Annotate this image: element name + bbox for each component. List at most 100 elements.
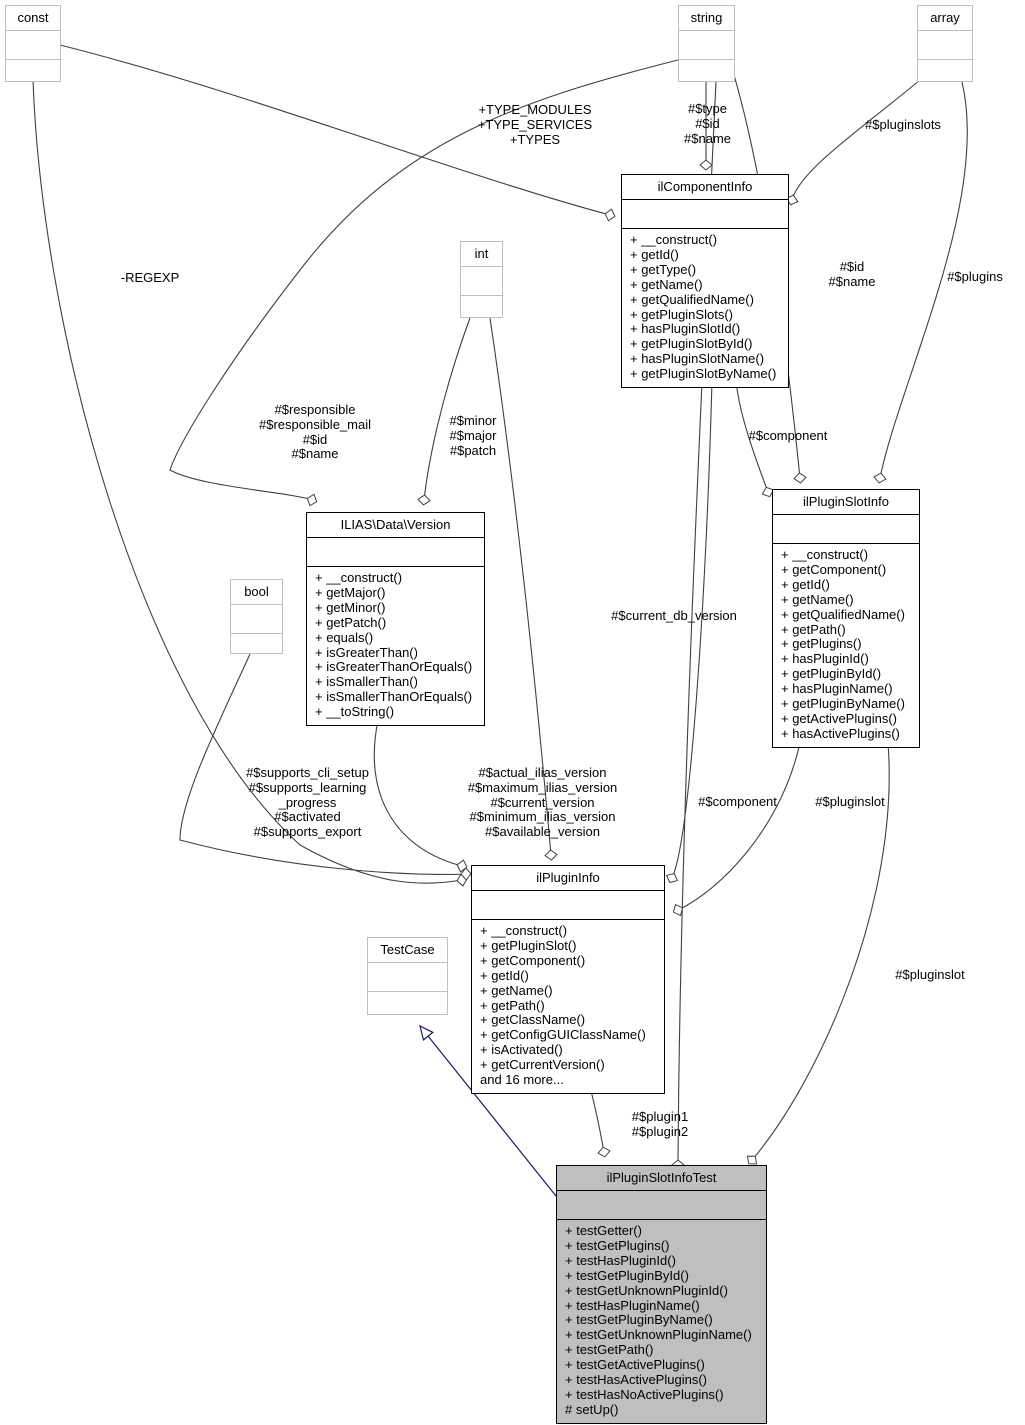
class-member: + isSmallerThan() bbox=[315, 674, 418, 690]
edge-label-string-component: #$type #$id #$name bbox=[684, 101, 731, 146]
class-box-int[interactable]: int bbox=[460, 241, 503, 318]
class-member: + testHasPluginId() bbox=[565, 1252, 676, 1268]
class-member: + testGetPluginById() bbox=[565, 1267, 689, 1283]
class-member: + __construct() bbox=[315, 570, 403, 585]
class-box-testcase[interactable]: TestCase bbox=[367, 937, 448, 1015]
class-member: + hasActivePlugins() bbox=[781, 725, 900, 741]
class-box-array[interactable]: array bbox=[917, 5, 973, 82]
class-member: + testGetPlugins() bbox=[565, 1237, 670, 1253]
class-member: + __construct() bbox=[480, 923, 568, 938]
class-operations: + __construct()+ getMajor()+ getMinor()+… bbox=[307, 567, 484, 725]
class-box-ilpluginslotinfo[interactable]: ilPluginSlotInfo + __construct()+ getCom… bbox=[772, 489, 920, 748]
class-member: + isGreaterThan() bbox=[315, 644, 418, 660]
edge-label-bool-plugin-flags: #$supports_cli_setup #$supports_learning… bbox=[246, 765, 369, 840]
class-member: + getComponent() bbox=[480, 952, 586, 968]
class-box-string[interactable]: string bbox=[678, 5, 735, 82]
class-operations: + __construct()+ getComponent()+ getId()… bbox=[773, 544, 919, 747]
class-member: + __construct() bbox=[630, 232, 718, 247]
class-member: + getId() bbox=[630, 246, 679, 262]
class-operations bbox=[231, 634, 282, 663]
class-operations bbox=[368, 992, 447, 1021]
class-member: + getType() bbox=[630, 261, 697, 277]
class-box-bool[interactable]: bool bbox=[230, 579, 283, 654]
class-box-ilias-data-version[interactable]: ILIAS\Data\Version + __construct()+ getM… bbox=[306, 512, 485, 727]
class-member: + getPluginSlotById() bbox=[630, 336, 753, 352]
edge-label-types: +TYPE_MODULES +TYPE_SERVICES +TYPES bbox=[477, 102, 593, 147]
class-member: + isGreaterThanOrEquals() bbox=[315, 659, 473, 675]
class-member: + getName() bbox=[480, 982, 553, 998]
class-title: ILIAS\Data\Version bbox=[307, 513, 484, 538]
class-member: + __construct() bbox=[781, 547, 869, 562]
edge-label-pluginslot-plugin: #$pluginslot bbox=[815, 794, 885, 809]
class-attributes bbox=[461, 267, 502, 296]
class-member: + getPlugins() bbox=[781, 636, 862, 652]
edge-label-component-test: #$component bbox=[698, 794, 777, 809]
class-member: + testGetUnknownPluginName() bbox=[565, 1327, 752, 1343]
class-member: + getPath() bbox=[480, 997, 545, 1013]
class-member: + testHasNoActivePlugins() bbox=[565, 1386, 724, 1402]
class-member: # setUp() bbox=[565, 1401, 619, 1417]
class-member: + getMinor() bbox=[315, 599, 386, 615]
class-box-ilplugininfo[interactable]: ilPluginInfo + __construct()+ getPluginS… bbox=[471, 865, 665, 1094]
class-attributes bbox=[557, 1191, 766, 1220]
class-member: + getPluginById() bbox=[781, 666, 882, 682]
class-box-ilpluginslotinfotest[interactable]: ilPluginSlotInfoTest + testGetter()+ tes… bbox=[556, 1165, 767, 1424]
class-box-ilcomponentinfo[interactable]: ilComponentInfo + __construct()+ getId()… bbox=[621, 174, 789, 389]
class-attributes bbox=[472, 891, 664, 920]
edge-label-plugins-test: #$plugin1 #$plugin2 bbox=[631, 1109, 689, 1139]
edge-label-array-plugins: #$plugins bbox=[947, 269, 1003, 284]
class-operations bbox=[918, 60, 972, 89]
class-operations bbox=[679, 60, 734, 89]
class-operations: + __construct()+ getPluginSlot()+ getCom… bbox=[472, 920, 664, 1093]
class-member: + testGetActivePlugins() bbox=[565, 1357, 705, 1373]
class-title: int bbox=[461, 242, 502, 267]
class-member: + getId() bbox=[781, 576, 830, 592]
class-title: string bbox=[679, 6, 734, 31]
class-member: + getPluginSlot() bbox=[480, 937, 577, 953]
class-member: + testGetPluginByName() bbox=[565, 1312, 713, 1328]
class-member: + getPluginSlotByName() bbox=[630, 366, 777, 382]
class-member: + testHasActivePlugins() bbox=[565, 1372, 707, 1388]
class-operations bbox=[461, 296, 502, 325]
class-member: + hasPluginSlotName() bbox=[630, 351, 765, 367]
class-member: + getActivePlugins() bbox=[781, 710, 897, 726]
class-attributes bbox=[307, 538, 484, 567]
class-member: + getPatch() bbox=[315, 614, 387, 630]
edge-label-version-plugin-versions: #$actual_ilias_version #$maximum_ilias_v… bbox=[467, 765, 618, 840]
edge-label-regexp: -REGEXP bbox=[120, 270, 180, 285]
class-title: bool bbox=[231, 580, 282, 605]
edge-label-component-slot: #$component bbox=[748, 428, 828, 443]
class-box-const[interactable]: const bbox=[5, 5, 61, 82]
class-member: + testHasPluginName() bbox=[565, 1297, 700, 1313]
class-member: + getPluginByName() bbox=[781, 696, 905, 712]
class-attributes bbox=[6, 31, 60, 60]
edge-label-int-version-parts: #$minor #$major #$patch bbox=[449, 413, 497, 458]
class-title: ilComponentInfo bbox=[622, 175, 788, 200]
class-member: + testGetter() bbox=[565, 1223, 642, 1238]
class-member: + __toString() bbox=[315, 704, 395, 720]
class-member: + getId() bbox=[480, 967, 529, 983]
class-member: + isActivated() bbox=[480, 1042, 563, 1058]
edge-label-array-pluginslots: #$pluginslots bbox=[865, 117, 941, 132]
class-operations: + __construct()+ getId()+ getType() + get… bbox=[622, 229, 788, 387]
class-attributes bbox=[368, 963, 447, 992]
class-title: array bbox=[918, 6, 972, 31]
class-attributes bbox=[773, 515, 919, 544]
class-title: TestCase bbox=[368, 938, 447, 963]
class-operations bbox=[6, 60, 60, 89]
class-member: + getName() bbox=[781, 591, 854, 607]
class-member: + getPath() bbox=[781, 621, 846, 637]
class-member: + getComponent() bbox=[781, 561, 887, 577]
class-attributes bbox=[679, 31, 734, 60]
class-attributes bbox=[918, 31, 972, 60]
class-member: + hasPluginSlotId() bbox=[630, 321, 741, 337]
class-member: + isSmallerThanOrEquals() bbox=[315, 689, 473, 705]
class-member: + hasPluginId() bbox=[781, 651, 869, 667]
class-member: + equals() bbox=[315, 629, 374, 645]
class-title: ilPluginInfo bbox=[472, 866, 664, 891]
class-member: + getConfigGUIClassName() bbox=[480, 1027, 646, 1043]
class-member: + getMajor() bbox=[315, 584, 386, 600]
class-member: + getQualifiedName() bbox=[630, 291, 754, 307]
class-title: ilPluginSlotInfoTest bbox=[557, 1166, 766, 1191]
